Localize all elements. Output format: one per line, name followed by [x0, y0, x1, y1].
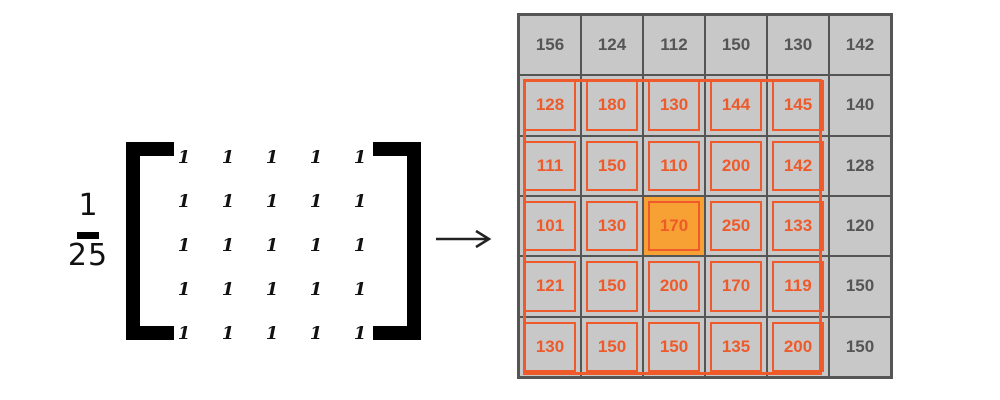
kernel-cell: 1: [265, 147, 279, 168]
kernel-cell: 1: [265, 323, 279, 344]
pixel-cell: 121: [519, 256, 581, 317]
pixel-cell: 150: [581, 256, 643, 317]
kernel-cell: 1: [177, 235, 191, 256]
kernel-cell: 1: [177, 191, 191, 212]
pixel-cell: 128: [829, 135, 891, 196]
kernel-cell: 1: [221, 191, 235, 212]
kernel-matrix: 1 1 1 1 1 1 1 1 1 1 1 1 1 1 1 1 1 1 1 1 1 1 1 1 1: [162, 136, 382, 356]
pixel-cell: 130: [519, 316, 581, 377]
pixel-cell: 170: [705, 256, 767, 317]
kernel-cell: 1: [221, 147, 235, 168]
pixel-cell: 150: [581, 135, 643, 196]
pixel-cell: 200: [705, 135, 767, 196]
pixel-cell: 140: [829, 75, 891, 136]
pixel-cell: 150: [829, 256, 891, 317]
pixel-cell: 128: [519, 75, 581, 136]
pixel-cell: 124: [581, 15, 643, 76]
pixel-cell: 144: [705, 75, 767, 136]
pixel-cell: 112: [643, 15, 705, 76]
kernel-cell: 1: [265, 279, 279, 300]
kernel-cell: 1: [309, 323, 323, 344]
kernel-cell: 1: [177, 147, 191, 168]
pixel-cell: 200: [643, 256, 705, 317]
pixel-cell: 101: [519, 195, 581, 257]
kernel-cell: 1: [353, 147, 367, 168]
arrow-right-icon: [436, 229, 492, 249]
kernel-cell: 1: [265, 235, 279, 256]
kernel-cell: 1: [353, 191, 367, 212]
pixel-cell: 142: [829, 15, 891, 76]
pixel-cell: 111: [519, 135, 581, 196]
pixel-cell: 130: [581, 195, 643, 257]
kernel-cell: 1: [221, 323, 235, 344]
pixel-cell: 119: [767, 256, 829, 317]
pixel-cell: 200: [767, 316, 829, 377]
pixel-cell: 130: [767, 15, 829, 76]
kernel-cell: 1: [221, 279, 235, 300]
scale-denominator: 25: [67, 238, 109, 273]
pixel-cell: 145: [767, 75, 829, 136]
pixel-cell: 150: [705, 15, 767, 76]
pixel-cell: 133: [767, 195, 829, 257]
pixel-cell: 150: [643, 316, 705, 377]
pixel-cell: 142: [767, 135, 829, 196]
kernel-cell: 1: [221, 235, 235, 256]
pixel-cell: 130: [643, 75, 705, 136]
kernel-cell: 1: [177, 323, 191, 344]
kernel-cell: 1: [309, 235, 323, 256]
kernel-scale-fraction: 1 25: [62, 188, 114, 288]
center-pixel-cell: 170: [643, 195, 705, 257]
kernel-left-bracket: [126, 142, 174, 340]
pixel-cell: 180: [581, 75, 643, 136]
pixel-cell: 250: [705, 195, 767, 257]
pixel-cell: 135: [705, 316, 767, 377]
kernel-cell: 1: [309, 147, 323, 168]
pixel-cell: 150: [581, 316, 643, 377]
pixel-cell: 150: [829, 316, 891, 377]
kernel-cell: 1: [353, 279, 367, 300]
pixel-cell: 156: [519, 15, 581, 76]
kernel-cell: 1: [353, 323, 367, 344]
kernel-cell: 1: [265, 191, 279, 212]
kernel-cell: 1: [309, 279, 323, 300]
kernel-cell: 1: [177, 279, 191, 300]
kernel-cell: 1: [309, 191, 323, 212]
fraction-bar: [77, 232, 99, 239]
pixel-cell: 120: [829, 195, 891, 257]
pixel-cell: 110: [643, 135, 705, 196]
kernel-right-bracket: [373, 142, 421, 340]
scale-numerator: 1: [78, 188, 98, 223]
kernel-cell: 1: [353, 235, 367, 256]
